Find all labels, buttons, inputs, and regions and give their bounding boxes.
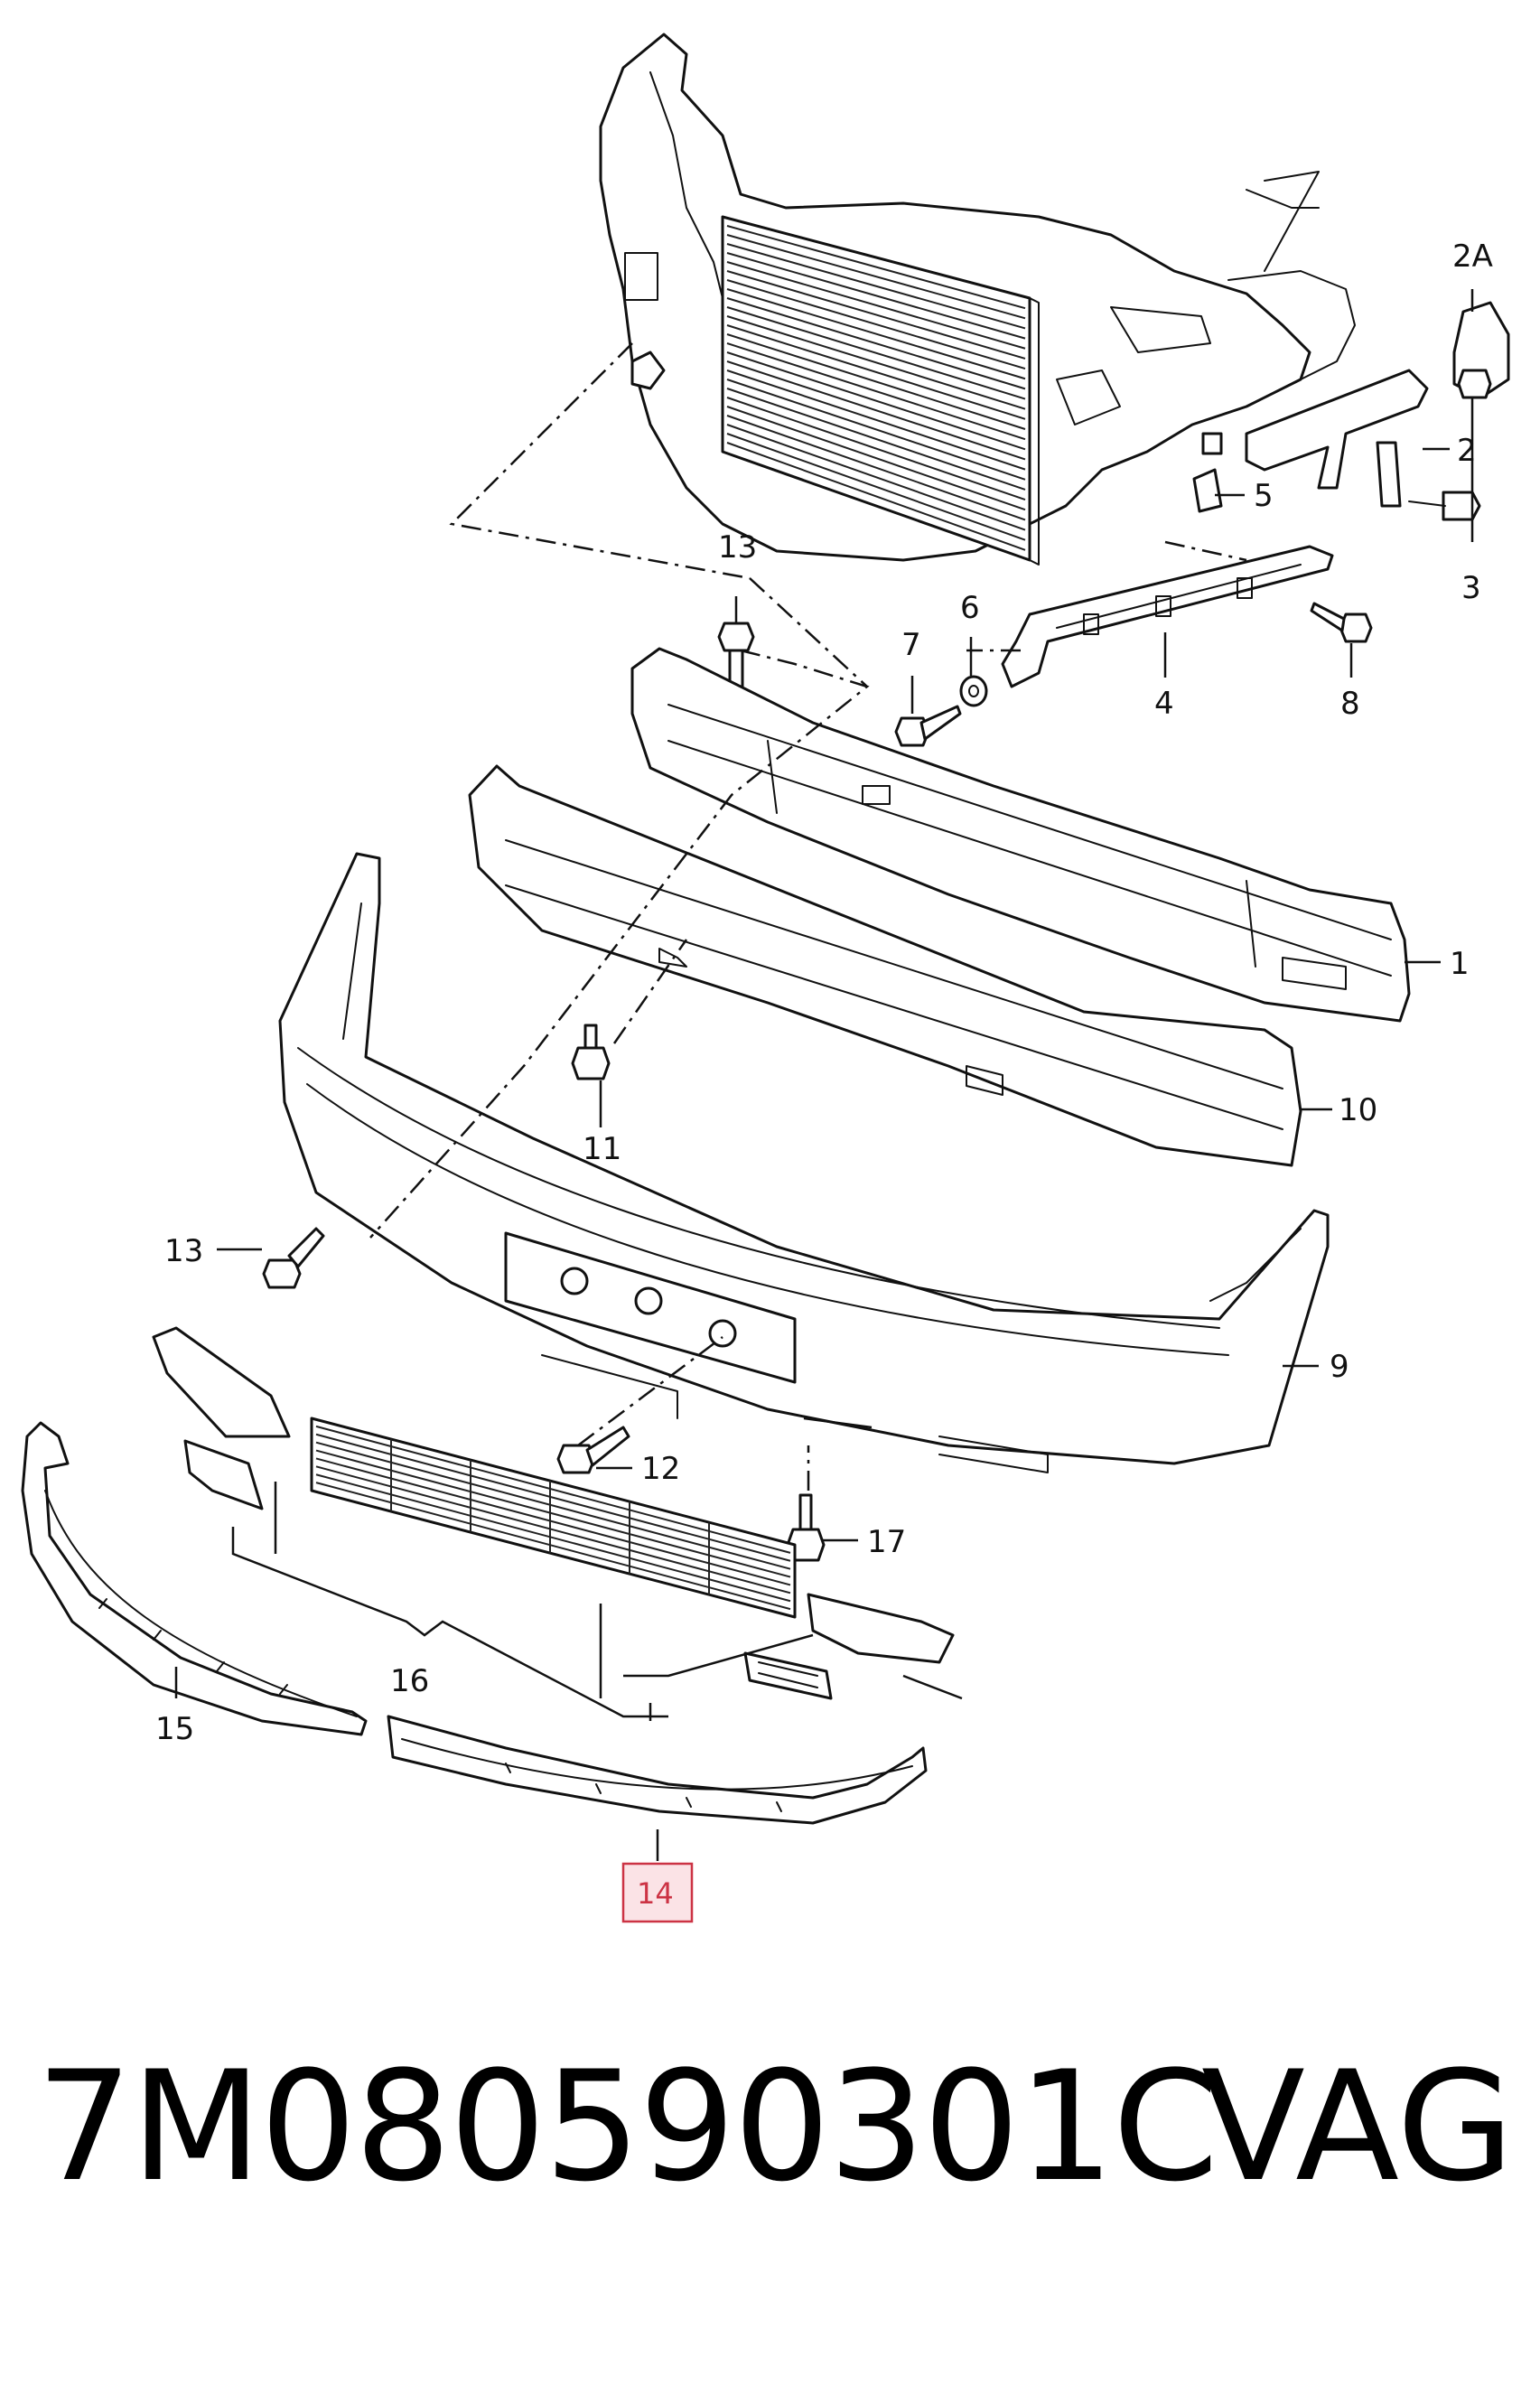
radiator-fin xyxy=(726,379,1026,481)
leader-lines xyxy=(174,289,1474,1861)
radiator-fin xyxy=(726,333,1026,430)
callout-15: 15 xyxy=(155,1711,194,1747)
radiator-fin xyxy=(726,388,1026,491)
grille-slat xyxy=(315,1441,791,1570)
callout-13-top: 13 xyxy=(718,529,757,566)
callout-4: 4 xyxy=(1154,686,1174,722)
radiator-fin xyxy=(726,406,1026,511)
radiator-fin xyxy=(726,342,1026,441)
callout-12: 12 xyxy=(641,1451,680,1487)
radiator-fin xyxy=(726,324,1026,420)
part-number: 7M080590301C xyxy=(36,2038,1218,2215)
callout-9: 9 xyxy=(1330,1349,1349,1385)
construction-lines xyxy=(369,342,1247,1491)
callout-2: 2 xyxy=(1457,433,1477,469)
radiator-fin xyxy=(726,360,1026,461)
radiator-fin xyxy=(726,351,1026,451)
callout-8: 8 xyxy=(1340,686,1360,722)
radiator-fin xyxy=(726,397,1026,501)
callouts: 2A 2 3 5 4 8 7 6 13 1 10 11 13 9 12 17 1… xyxy=(155,238,1493,1923)
brand-name: VAG xyxy=(1201,2038,1515,2215)
callout-17: 17 xyxy=(867,1524,906,1560)
bumper-reinforcement xyxy=(630,647,1411,1023)
callout-10: 10 xyxy=(1339,1092,1377,1128)
radiator-fin xyxy=(726,297,1026,390)
radiator-fin xyxy=(726,442,1026,551)
grille-slat xyxy=(315,1473,791,1603)
spoiler-right xyxy=(387,1715,928,1825)
radiator-fin xyxy=(726,270,1026,360)
grille-insert xyxy=(152,1326,955,1700)
radiator-fin xyxy=(726,369,1026,471)
callout-14-highlighted[interactable]: 14 xyxy=(621,1862,694,1923)
radiator-fin xyxy=(726,433,1026,541)
callout-13-lower: 13 xyxy=(164,1233,203,1269)
callout-14: 14 xyxy=(637,1876,674,1911)
radiator-fin xyxy=(726,261,1026,350)
radiator-fin xyxy=(726,315,1026,410)
radiator-fin xyxy=(726,424,1026,531)
callout-5: 5 xyxy=(1254,478,1274,514)
assembly-lines xyxy=(231,1417,963,1721)
callout-2a: 2A xyxy=(1452,238,1493,275)
radiator-core xyxy=(721,215,1040,566)
radiator-fin xyxy=(726,306,1026,400)
radiator-fin xyxy=(726,234,1026,320)
callout-3: 3 xyxy=(1461,570,1481,606)
guide-strip xyxy=(1001,545,1334,688)
callout-6: 6 xyxy=(960,590,980,626)
radiator-fin xyxy=(726,415,1026,521)
grille-slat xyxy=(315,1457,791,1586)
grille-slat xyxy=(315,1433,791,1562)
hardware xyxy=(262,369,1492,1562)
radiator-fin xyxy=(726,279,1026,370)
callout-7: 7 xyxy=(901,627,921,663)
radiator-fin xyxy=(726,225,1026,310)
callout-11: 11 xyxy=(583,1131,621,1167)
callout-1: 1 xyxy=(1450,946,1470,982)
spoiler-left xyxy=(21,1421,368,1736)
radiator-fin xyxy=(726,252,1026,340)
grille-slat xyxy=(315,1465,791,1594)
radiator-fin xyxy=(726,288,1026,380)
grille-slat xyxy=(315,1482,791,1611)
grille-slat xyxy=(315,1425,791,1554)
bumper-cover xyxy=(278,852,1330,1473)
radiator-fin xyxy=(726,243,1026,330)
grille-slat xyxy=(315,1449,791,1578)
callout-16: 16 xyxy=(390,1663,429,1699)
